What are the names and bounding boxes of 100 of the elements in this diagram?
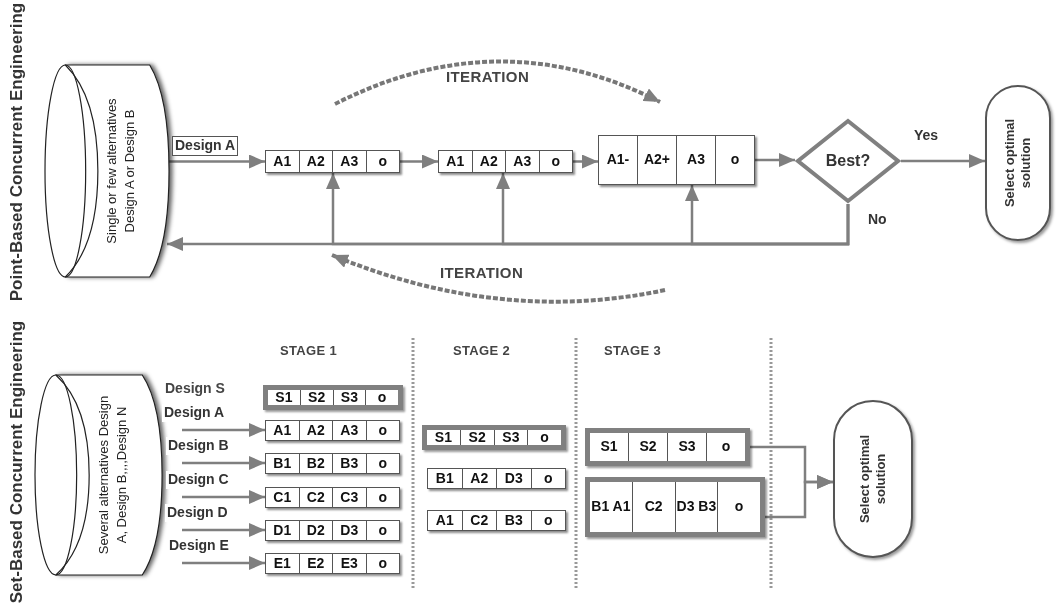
matrix-cell: B3 [497, 511, 532, 530]
matrix-cell-text: o [542, 511, 554, 530]
matrix-cell-text: o [377, 421, 389, 440]
terminal-pill [985, 85, 1051, 241]
matrix-cell: S1 [427, 430, 461, 445]
connector-arrow [755, 153, 795, 167]
connector-arrow [685, 185, 850, 246]
matrix-cell: S2 [460, 430, 495, 445]
option-row [263, 385, 403, 410]
matrix-cell: S1 [268, 390, 301, 405]
matrix-cell-text: o [377, 454, 389, 473]
edge-label: Design A [172, 136, 239, 156]
option-row [598, 135, 755, 185]
matrix-cell: S3 [333, 390, 367, 405]
matrix-cell: A3 [677, 136, 716, 184]
matrix-cell-text: o [376, 390, 388, 405]
edge-label: Design B [166, 437, 231, 455]
matrix-cell-text: o [733, 497, 745, 517]
matrix-cell: A1 [266, 421, 300, 440]
connector-arrow [182, 556, 265, 570]
matrix-cell: B2 [299, 454, 333, 473]
connector-arrow [182, 523, 265, 537]
matrix-cell: D3 [497, 469, 532, 488]
decision-text: Best? [825, 151, 871, 171]
terminal-text: Select optimal solution [1001, 117, 1034, 210]
option-row [265, 487, 400, 508]
edge-label: Design A [162, 404, 227, 422]
option-row [585, 428, 750, 466]
cylinder-text: Several alternatives Design A, Design B,,,,Design N [94, 394, 130, 557]
matrix-cell-text: o [729, 150, 741, 170]
matrix-cell: C2 [632, 482, 676, 532]
connector-arrow [182, 456, 265, 470]
text-label: STAGE 3 [604, 342, 661, 360]
matrix-cell: E2 [299, 554, 333, 573]
matrix-cell: D3 [333, 521, 367, 540]
option-row [265, 553, 400, 574]
matrix-cell: A1 [428, 511, 463, 530]
matrix-cell: A3 [506, 151, 540, 172]
matrix-cell-text: o [720, 437, 732, 457]
cylinder-text: Single or few alternatives Design A or Design B [102, 97, 138, 246]
matrix-cell: A1 [439, 151, 473, 172]
text-label: STAGE 2 [453, 342, 510, 360]
option-row [585, 477, 765, 537]
section-title: Point-Based Concurrent Engineering [6, 1, 28, 304]
text-label: Design S [165, 379, 225, 398]
matrix-cell-text: o [539, 430, 550, 445]
matrix-cell-text: o [550, 151, 562, 171]
matrix-cell: S3 [668, 433, 707, 461]
matrix-cell: A2 [299, 421, 333, 440]
matrix-cell: C2 [462, 511, 497, 530]
matrix-cell: A2+ [638, 136, 677, 184]
matrix-cell-text: o [377, 554, 389, 573]
matrix-cell: D1 [266, 521, 300, 540]
connector-arrow [765, 475, 833, 519]
matrix-cell: A2 [462, 469, 497, 488]
cylinder-drum [45, 65, 167, 277]
matrix-cell: B1 [428, 469, 463, 488]
matrix-cell-text: o [377, 521, 389, 540]
matrix-cell: C1 [266, 488, 300, 507]
matrix-cell: A2 [472, 151, 506, 172]
matrix-cell: C3 [333, 488, 367, 507]
matrix-cell: S1 [590, 433, 629, 461]
matrix-cell: B3 [333, 454, 367, 473]
matrix-cell: D3 B3 [675, 482, 719, 532]
section-title: Set-Based Concurrent Engineering [6, 319, 28, 606]
option-row [438, 150, 573, 173]
terminal-text: Select optimal solution [856, 433, 889, 526]
connector-arrow [901, 154, 985, 168]
matrix-cell-text: o [542, 469, 554, 488]
matrix-cell: E3 [333, 554, 367, 573]
option-row [427, 468, 566, 489]
matrix-cell: A1 [266, 151, 300, 172]
option-row [265, 520, 400, 541]
decision-diamond [795, 118, 901, 204]
matrix-cell: A3 [333, 421, 367, 440]
option-row [265, 150, 400, 173]
connector-arrow [182, 490, 265, 504]
matrix-cell: A2 [299, 151, 333, 172]
text-label: ITERATION [440, 263, 524, 283]
edge-label: Design C [166, 471, 231, 489]
option-row [422, 425, 566, 450]
option-row [265, 420, 400, 441]
matrix-cell: C2 [299, 488, 333, 507]
matrix-cell: S2 [300, 390, 334, 405]
terminal-pill [833, 400, 913, 558]
matrix-cell-text: o [377, 488, 389, 507]
cylinder-drum [35, 375, 160, 575]
matrix-cell: B1 A1 [590, 482, 633, 532]
edge-label: Design E [167, 537, 231, 555]
text-label: ITERATION [446, 67, 530, 87]
connector-arrow [400, 154, 438, 169]
matrix-cell: A1- [599, 136, 638, 184]
text-label: STAGE 1 [280, 342, 337, 360]
matrix-cell: A3 [333, 151, 367, 172]
matrix-cell: S3 [494, 430, 529, 445]
connector-arrow [182, 423, 265, 437]
matrix-cell-text: o [377, 151, 389, 171]
matrix-cell: D2 [299, 521, 333, 540]
option-row [427, 510, 566, 531]
matrix-cell: E1 [266, 554, 300, 573]
